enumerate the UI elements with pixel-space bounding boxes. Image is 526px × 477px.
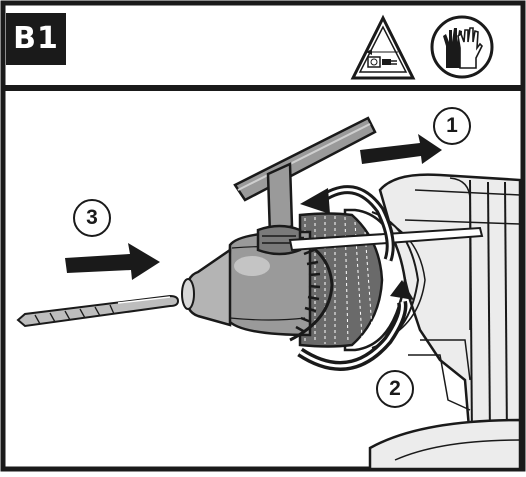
arrow-step-1 [360,134,442,164]
drill-bit [16,294,180,328]
chuck-key [233,116,377,256]
unplug-warning-icon [350,14,416,80]
step-number-2: 2 [376,370,414,408]
step-number-3: 3 [73,199,111,237]
figure-label: B1 [6,13,66,65]
drill-body [368,173,522,471]
gloves-icon [430,15,494,79]
rotation-arrow-top [300,185,395,262]
rotation-arrow-bottom [297,280,414,371]
step-number-1: 1 [433,107,471,145]
chuck-nose [181,247,232,327]
arrow-step-3 [65,243,160,280]
